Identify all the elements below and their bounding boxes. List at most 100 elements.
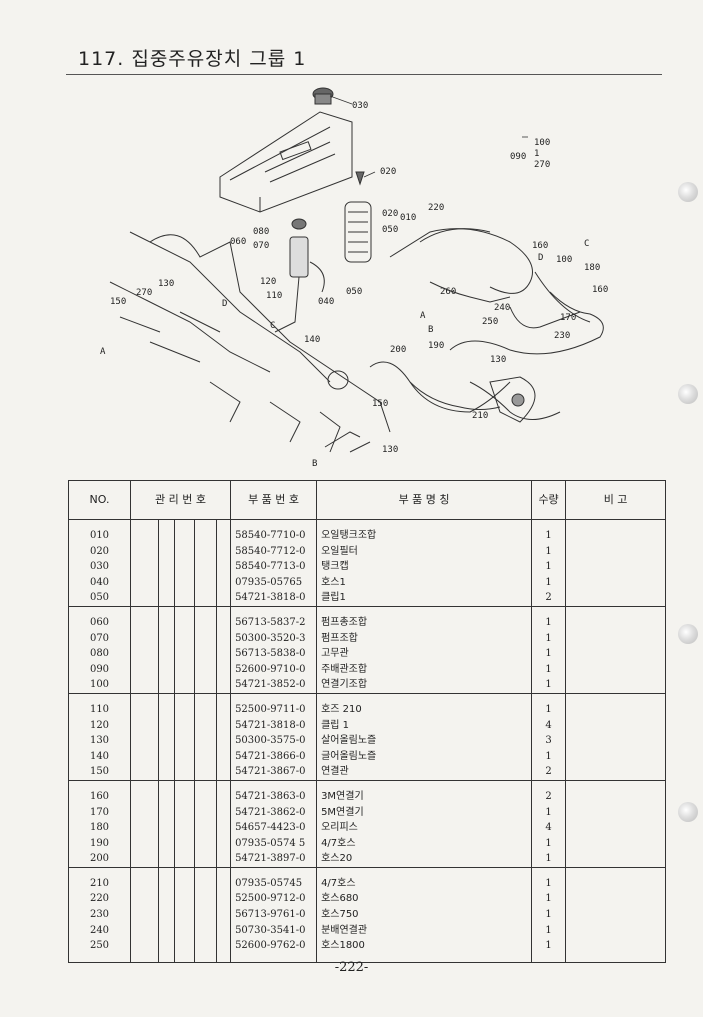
cell-part-name: 3M연결기 [316, 788, 533, 805]
svg-text:270: 270 [136, 288, 152, 298]
svg-text:090: 090 [510, 152, 526, 162]
cell-remarks [565, 804, 667, 821]
cell-part-number: 52500-9712-0 [230, 891, 318, 908]
cell-part-number: 54721-3818-0 [230, 717, 318, 734]
cell-quantity: 1 [531, 559, 567, 575]
cell-remarks [565, 733, 667, 749]
cell-part-name: 호스20 [316, 851, 533, 868]
cell-remarks [565, 677, 667, 694]
svg-text:130: 130 [490, 355, 506, 365]
cell-no: 090 [68, 661, 131, 678]
header-management-number: 관 리 번 호 [129, 480, 232, 520]
group-spacer [68, 692, 667, 702]
cell-quantity: 1 [531, 922, 567, 939]
cell-no: 210 [68, 875, 131, 892]
page-title: 117. 집중주유장치 그룹 1 [78, 48, 307, 70]
cell-no: 140 [68, 748, 131, 765]
cell-part-name: 펌프총조합 [316, 614, 533, 631]
svg-text:050: 050 [346, 287, 362, 297]
header-quantity: 수량 [531, 480, 567, 520]
svg-text:150: 150 [372, 399, 388, 409]
cell-remarks [565, 938, 667, 954]
svg-text:020: 020 [382, 209, 398, 219]
cell-quantity: 1 [531, 646, 567, 662]
cell-part-number: 52600-9762-0 [230, 938, 318, 954]
cell-remarks [565, 907, 667, 923]
page-number: -222- [334, 960, 369, 975]
cell-no: 240 [68, 922, 131, 939]
cell-quantity: 1 [531, 630, 567, 647]
binder-hole-icon [678, 384, 698, 404]
cell-no: 010 [68, 528, 131, 544]
svg-text:C: C [270, 321, 275, 331]
cell-no: 250 [68, 938, 131, 954]
cell-part-number: 58540-7712-0 [230, 543, 318, 560]
cell-remarks [565, 528, 667, 544]
cell-quantity: 1 [531, 614, 567, 631]
cell-part-name: 호스750 [316, 907, 533, 923]
svg-text:180: 180 [584, 263, 600, 273]
cell-part-name: 호스1 [316, 574, 533, 591]
cell-part-name: 오일필터 [316, 543, 533, 560]
svg-text:010: 010 [400, 213, 416, 223]
cell-remarks [565, 851, 667, 868]
svg-text:110: 110 [266, 291, 282, 301]
cell-quantity: 1 [531, 835, 567, 852]
cell-part-number: 50730-3541-0 [230, 922, 318, 939]
svg-text:230: 230 [554, 331, 570, 341]
group-spacer [68, 519, 667, 528]
cell-remarks [565, 590, 667, 607]
cell-part-number: 07935-05765 [230, 574, 318, 591]
cell-part-name: 클립1 [316, 590, 533, 607]
cell-remarks [565, 559, 667, 575]
cell-no: 220 [68, 891, 131, 908]
cell-no: 100 [68, 677, 131, 694]
cell-part-number: 54721-3852-0 [230, 677, 318, 694]
group-spacer [68, 605, 667, 615]
cell-quantity: 1 [531, 661, 567, 678]
cell-part-number: 56713-9761-0 [230, 907, 318, 923]
svg-text:020: 020 [380, 167, 396, 177]
svg-text:190: 190 [428, 341, 444, 351]
cell-part-name: 탱크캡 [316, 559, 533, 575]
cell-quantity: 1 [531, 574, 567, 591]
svg-text:A: A [420, 311, 426, 321]
cell-remarks [565, 875, 667, 892]
svg-text:260: 260 [440, 287, 456, 297]
cell-quantity: 1 [531, 543, 567, 560]
svg-text:070: 070 [253, 241, 269, 251]
cell-remarks [565, 661, 667, 678]
cell-remarks [565, 764, 667, 781]
svg-text:220: 220 [428, 203, 444, 213]
svg-text:170: 170 [560, 313, 576, 323]
cell-no: 120 [68, 717, 131, 734]
cell-part-number: 50300-3575-0 [230, 733, 318, 749]
cell-no: 060 [68, 614, 131, 631]
svg-text:270: 270 [534, 160, 550, 170]
exploded-parts-diagram: 030 020 090 100 270 010 020 050 220 080 … [100, 87, 608, 469]
svg-text:100: 100 [534, 138, 550, 148]
cell-part-name: 오리피스 [316, 820, 533, 836]
cell-remarks [565, 614, 667, 631]
header-part-number: 부 품 번 호 [230, 480, 318, 520]
cell-part-number: 50300-3520-3 [230, 630, 318, 647]
cell-quantity: 4 [531, 717, 567, 734]
cell-part-number: 54721-3866-0 [230, 748, 318, 765]
cell-part-number: 54721-3863-0 [230, 788, 318, 805]
binder-hole-icon [678, 182, 698, 202]
cell-quantity: 4 [531, 820, 567, 836]
cell-part-name: 펌프조합 [316, 630, 533, 647]
group-spacer [68, 866, 667, 876]
cell-no: 070 [68, 630, 131, 647]
cell-part-number: 52600-9710-0 [230, 661, 318, 678]
cell-part-name: 글어올림노즐 [316, 748, 533, 765]
